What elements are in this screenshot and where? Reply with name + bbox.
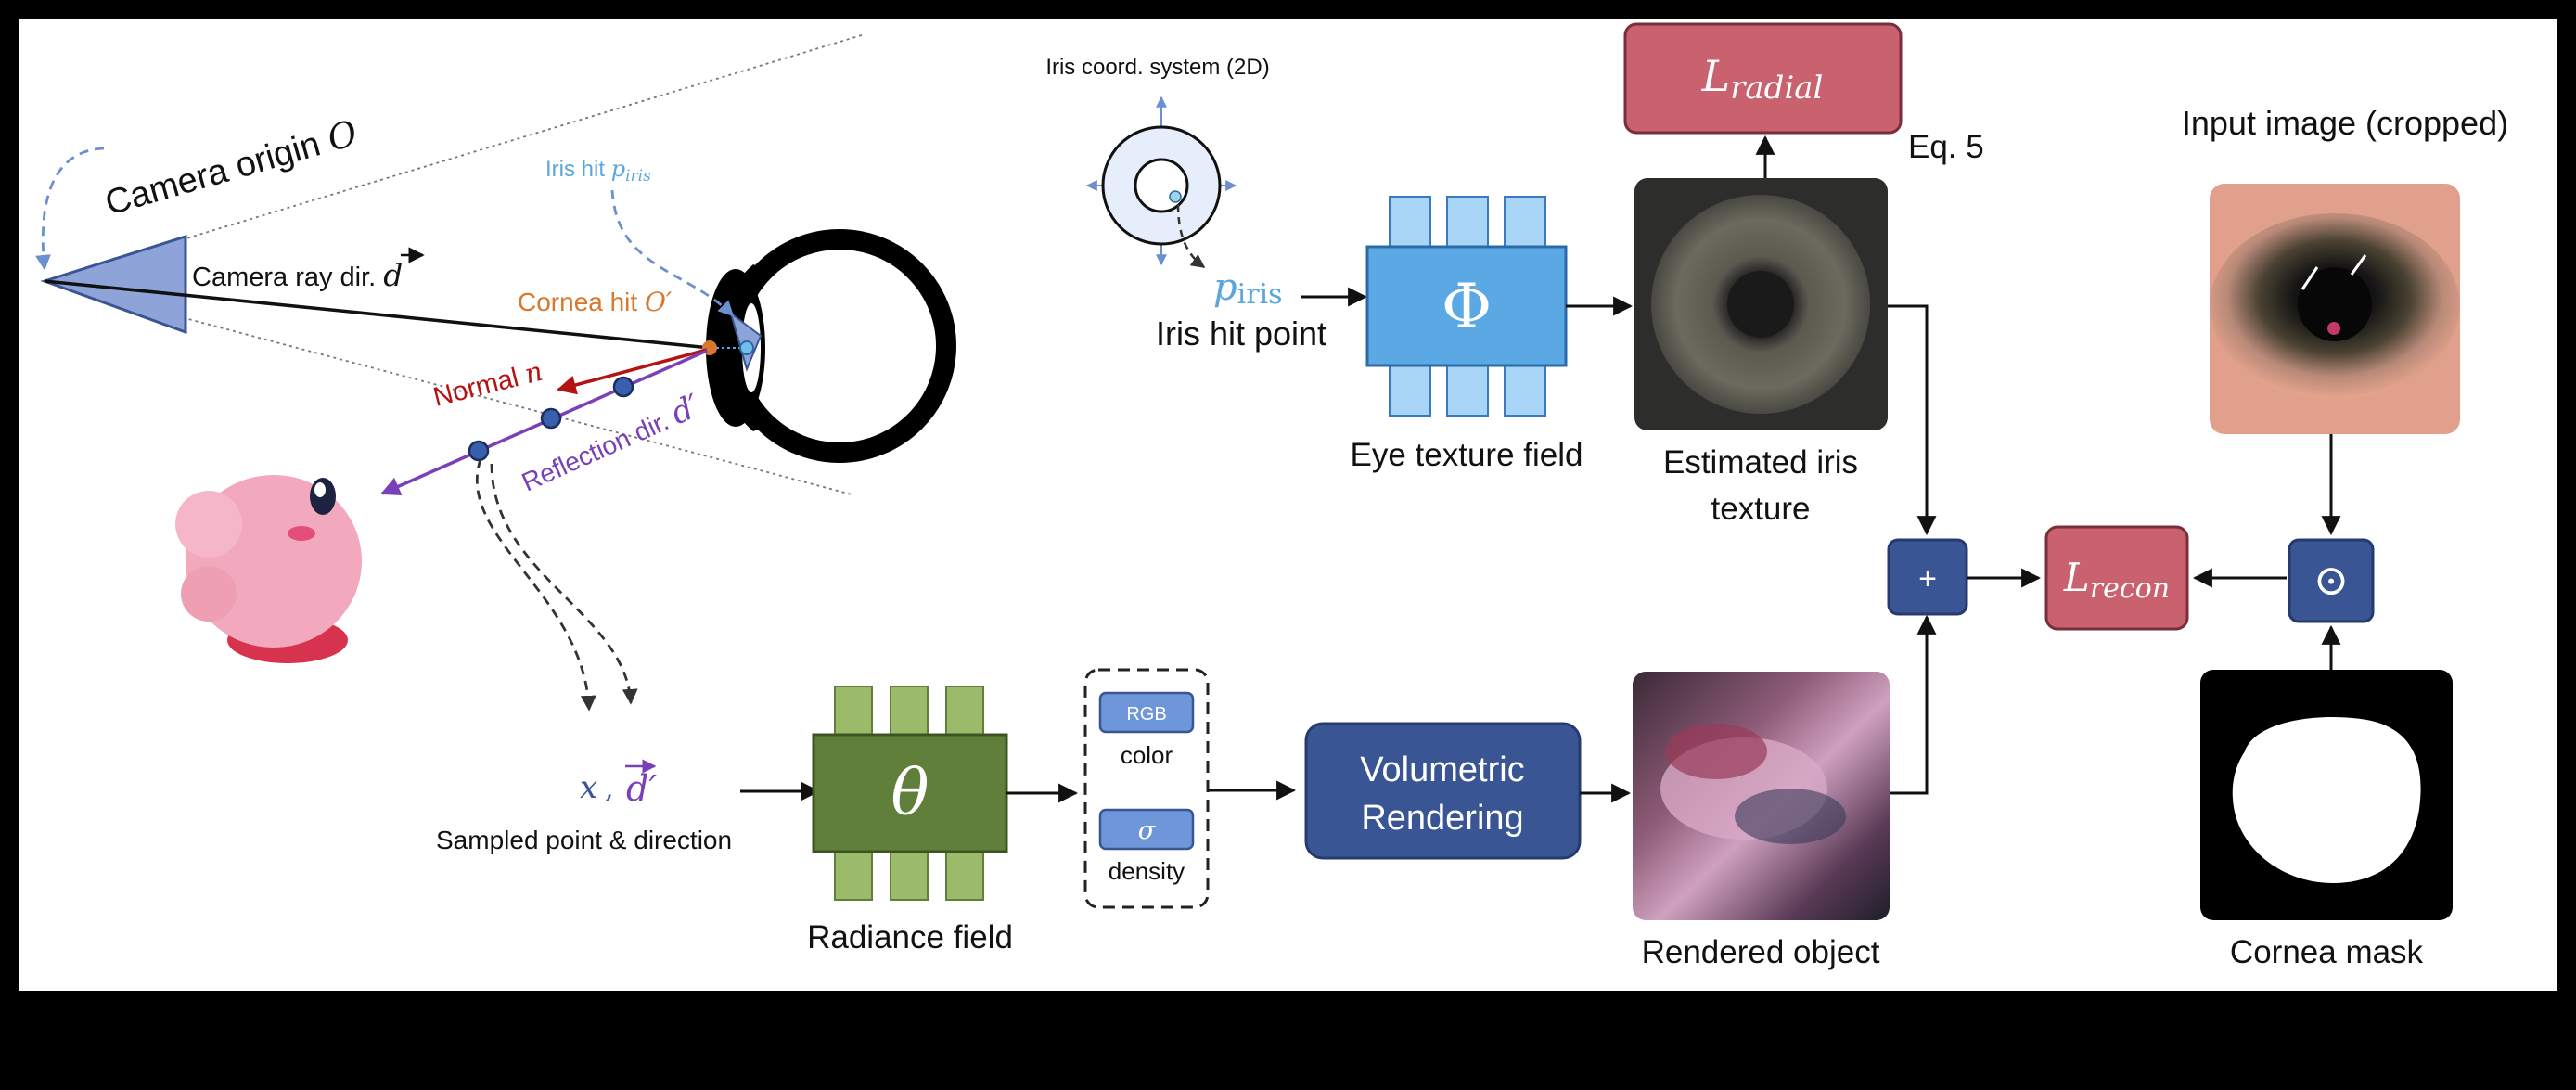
phi-symbol: Φ [1442,271,1492,342]
cornea-hit-label: Cornea hit O′ [518,287,673,317]
loss-composition: + Lrecon ⊙ Input image (cropped) Cornea … [1887,104,2508,970]
density-label: density [1109,857,1185,885]
iris-hit-point-label: Iris hit point [1156,314,1326,353]
radiance-branch: x , d′ Sampled point & direction θ Radia… [436,668,1890,970]
loss-radial-box [1623,22,1903,135]
iris-inner-circle [1134,158,1189,213]
eye-texture-field-label: Eye texture field [1351,437,1583,473]
figure-panel: Camera origin O Camera ray dir. d Iris h… [19,19,2557,991]
estimated-label-1: Estimated iris [1663,444,1858,481]
sigma-symbol: σ [1138,816,1157,845]
pink-figure-icon [175,475,362,663]
estimated-label-2: texture [1711,491,1811,527]
cornea-mask-image [2200,670,2453,920]
iris-coord-title: Iris coord. system (2D) [1045,55,1269,80]
volumetric-label-1: Volumetric [1360,750,1524,789]
rendered-object-image [1633,672,1890,920]
pipeline-diagram: Camera origin O Camera ray dir. d Iris h… [35,22,2508,970]
eq-label: Eq. 5 [1908,129,1984,165]
sampled-d: d′ [626,768,657,809]
cornea-mask-label: Cornea mask [2230,934,2424,970]
iris-hit-point [739,340,754,355]
reflection-label: Reflection dir. d′ [515,387,706,499]
volumetric-rendering-block [1304,722,1582,860]
loss-radial-label: Lradial [1701,51,1824,107]
radiance-field-block: θ [812,686,1008,901]
sigma-chip [1098,808,1195,851]
color-label: color [1121,741,1173,769]
radiance-field-label: Radiance field [807,919,1013,955]
rendered-object-label: Rendered object [1642,934,1880,970]
p-iris-symbol: piris [1213,266,1283,311]
loss-recon-label: Lrecon [2063,555,2170,605]
rgb-chip [1098,691,1195,734]
volumetric-label-2: Rendering [1361,799,1523,838]
rgb-label: RGB [1126,704,1166,725]
camera-ray-label: Camera ray dir. d [192,257,403,293]
sampled-label: Sampled point & direction [436,826,732,854]
odot-symbol: ⊙ [2313,555,2350,605]
camera-origin-label: Camera origin O [100,112,362,224]
plus-symbol: + [1918,561,1937,596]
odot-node [2288,538,2375,623]
camera-icon [40,234,187,335]
input-image [2210,184,2460,434]
normal-label: Normal n [429,355,545,413]
theta-symbol: θ [891,757,929,830]
loss-recon-box [2044,525,2189,631]
camera-eye-geometry: Camera origin O Camera ray dir. d Iris h… [35,33,956,712]
input-image-label: Input image (cropped) [2182,104,2508,142]
estimated-iris-texture-image [1634,178,1888,430]
sampled-x: x [580,769,597,806]
iris-hit-label: Iris hit piris [545,156,651,186]
iris-branch: Iris coord. system (2D) piris Iris hit p… [1045,22,1984,527]
eye-texture-field-block: Φ [1365,196,1568,417]
sampled-comma: , [605,773,614,805]
